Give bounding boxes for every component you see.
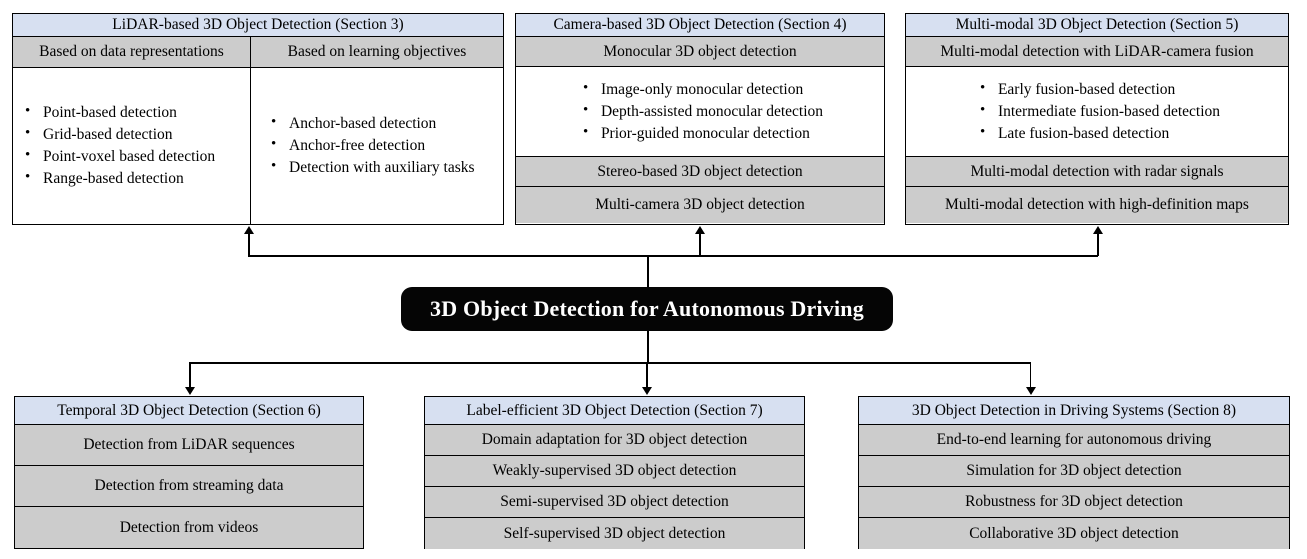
- multimodal-sub2-header: Multi-modal detection with radar signals: [906, 157, 1288, 187]
- list-item: Anchor-free detection: [269, 134, 475, 157]
- list-item: Point-based detection: [23, 101, 215, 124]
- arrow-to-multimodal-icon: [1093, 226, 1103, 234]
- camera-sub1-header: Monocular 3D object detection: [516, 37, 884, 67]
- connector-top-bus: [248, 255, 1098, 257]
- lidar-section-box: LiDAR-based 3D Object Detection (Section…: [12, 13, 504, 225]
- list-item: Grid-based detection: [23, 123, 215, 146]
- list-item: Point-voxel based detection: [23, 145, 215, 168]
- lidar-column-headers: Based on data representations Based on l…: [13, 37, 503, 67]
- list-item: Image-only monocular detection: [581, 78, 823, 101]
- connector-camera-vertical: [699, 233, 701, 256]
- connector-driving-systems-vertical: [1029, 362, 1032, 388]
- temporal-header: Temporal 3D Object Detection (Section 6): [15, 397, 363, 425]
- lidar-col-left-body: Point-based detection Grid-based detecti…: [13, 68, 251, 224]
- multimodal-sub3-header: Multi-modal detection with high-definiti…: [906, 187, 1288, 223]
- list-item: Range-based detection: [23, 167, 215, 190]
- connector-central-up-stem: [646, 255, 650, 288]
- label-efficient-row-1: Weakly-supervised 3D object detection: [425, 456, 804, 487]
- camera-sub2-header: Stereo-based 3D object detection: [516, 157, 884, 187]
- lidar-header: LiDAR-based 3D Object Detection (Section…: [13, 14, 503, 37]
- list-item: Early fusion-based detection: [978, 78, 1220, 101]
- driving-systems-row-3: Collaborative 3D object detection: [859, 518, 1289, 549]
- multimodal-sub1-header: Multi-modal detection with LiDAR-camera …: [906, 37, 1288, 67]
- list-item: Depth-assisted monocular detection: [581, 100, 823, 123]
- driving-systems-row-1: Simulation for 3D object detection: [859, 456, 1289, 487]
- label-efficient-row-0: Domain adaptation for 3D object detectio…: [425, 425, 804, 456]
- connector-bottom-bus: [189, 362, 1031, 364]
- list-item: Detection with auxiliary tasks: [269, 156, 475, 179]
- list-item: Late fusion-based detection: [978, 122, 1220, 145]
- multimodal-sub1-body: Early fusion-based detection Intermediat…: [906, 67, 1288, 157]
- arrow-to-lidar-icon: [244, 226, 254, 234]
- driving-systems-row-0: End-to-end learning for autonomous drivi…: [859, 425, 1289, 456]
- connector-central-down-stem: [646, 331, 650, 363]
- central-title-box: 3D Object Detection for Autonomous Drivi…: [401, 287, 893, 331]
- multimodal-section-box: Multi-modal 3D Object Detection (Section…: [905, 13, 1289, 225]
- connector-label-efficient-vertical: [646, 362, 648, 388]
- arrow-to-temporal-icon: [185, 387, 195, 395]
- label-efficient-row-2: Semi-supervised 3D object detection: [425, 487, 804, 518]
- label-efficient-section-box: Label-efficient 3D Object Detection (Sec…: [424, 396, 805, 549]
- lidar-body: Point-based detection Grid-based detecti…: [13, 67, 503, 224]
- list-item: Anchor-based detection: [269, 112, 475, 135]
- arrow-to-driving-systems-icon: [1025, 387, 1036, 395]
- driving-systems-section-box: 3D Object Detection in Driving Systems (…: [858, 396, 1290, 549]
- lidar-col-right-body: Anchor-based detection Anchor-free detec…: [251, 68, 503, 224]
- connector-temporal-vertical: [189, 362, 191, 388]
- page-title: 3D Object Detection for Autonomous Drivi…: [430, 296, 864, 321]
- label-efficient-row-3: Self-supervised 3D object detection: [425, 518, 804, 549]
- driving-systems-row-2: Robustness for 3D object detection: [859, 487, 1289, 518]
- camera-section-box: Camera-based 3D Object Detection (Sectio…: [515, 13, 885, 225]
- temporal-row-1: Detection from streaming data: [15, 466, 363, 507]
- camera-header: Camera-based 3D Object Detection (Sectio…: [516, 14, 884, 37]
- list-item: Prior-guided monocular detection: [581, 122, 823, 145]
- driving-systems-header: 3D Object Detection in Driving Systems (…: [859, 397, 1289, 425]
- label-efficient-header: Label-efficient 3D Object Detection (Sec…: [425, 397, 804, 425]
- camera-sub3-header: Multi-camera 3D object detection: [516, 187, 884, 223]
- camera-sub1-body: Image-only monocular detection Depth-ass…: [516, 67, 884, 157]
- lidar-col-right-header: Based on learning objectives: [251, 37, 503, 67]
- connector-multimodal-vertical: [1097, 233, 1099, 256]
- temporal-section-box: Temporal 3D Object Detection (Section 6)…: [14, 396, 364, 549]
- list-item: Intermediate fusion-based detection: [978, 100, 1220, 123]
- lidar-col-left-header: Based on data representations: [13, 37, 251, 67]
- connector-lidar-vertical: [248, 233, 250, 256]
- temporal-row-0: Detection from LiDAR sequences: [15, 425, 363, 466]
- arrow-to-camera-icon: [695, 226, 705, 234]
- arrow-to-label-efficient-icon: [642, 387, 652, 395]
- temporal-row-2: Detection from videos: [15, 507, 363, 548]
- multimodal-header: Multi-modal 3D Object Detection (Section…: [906, 14, 1288, 37]
